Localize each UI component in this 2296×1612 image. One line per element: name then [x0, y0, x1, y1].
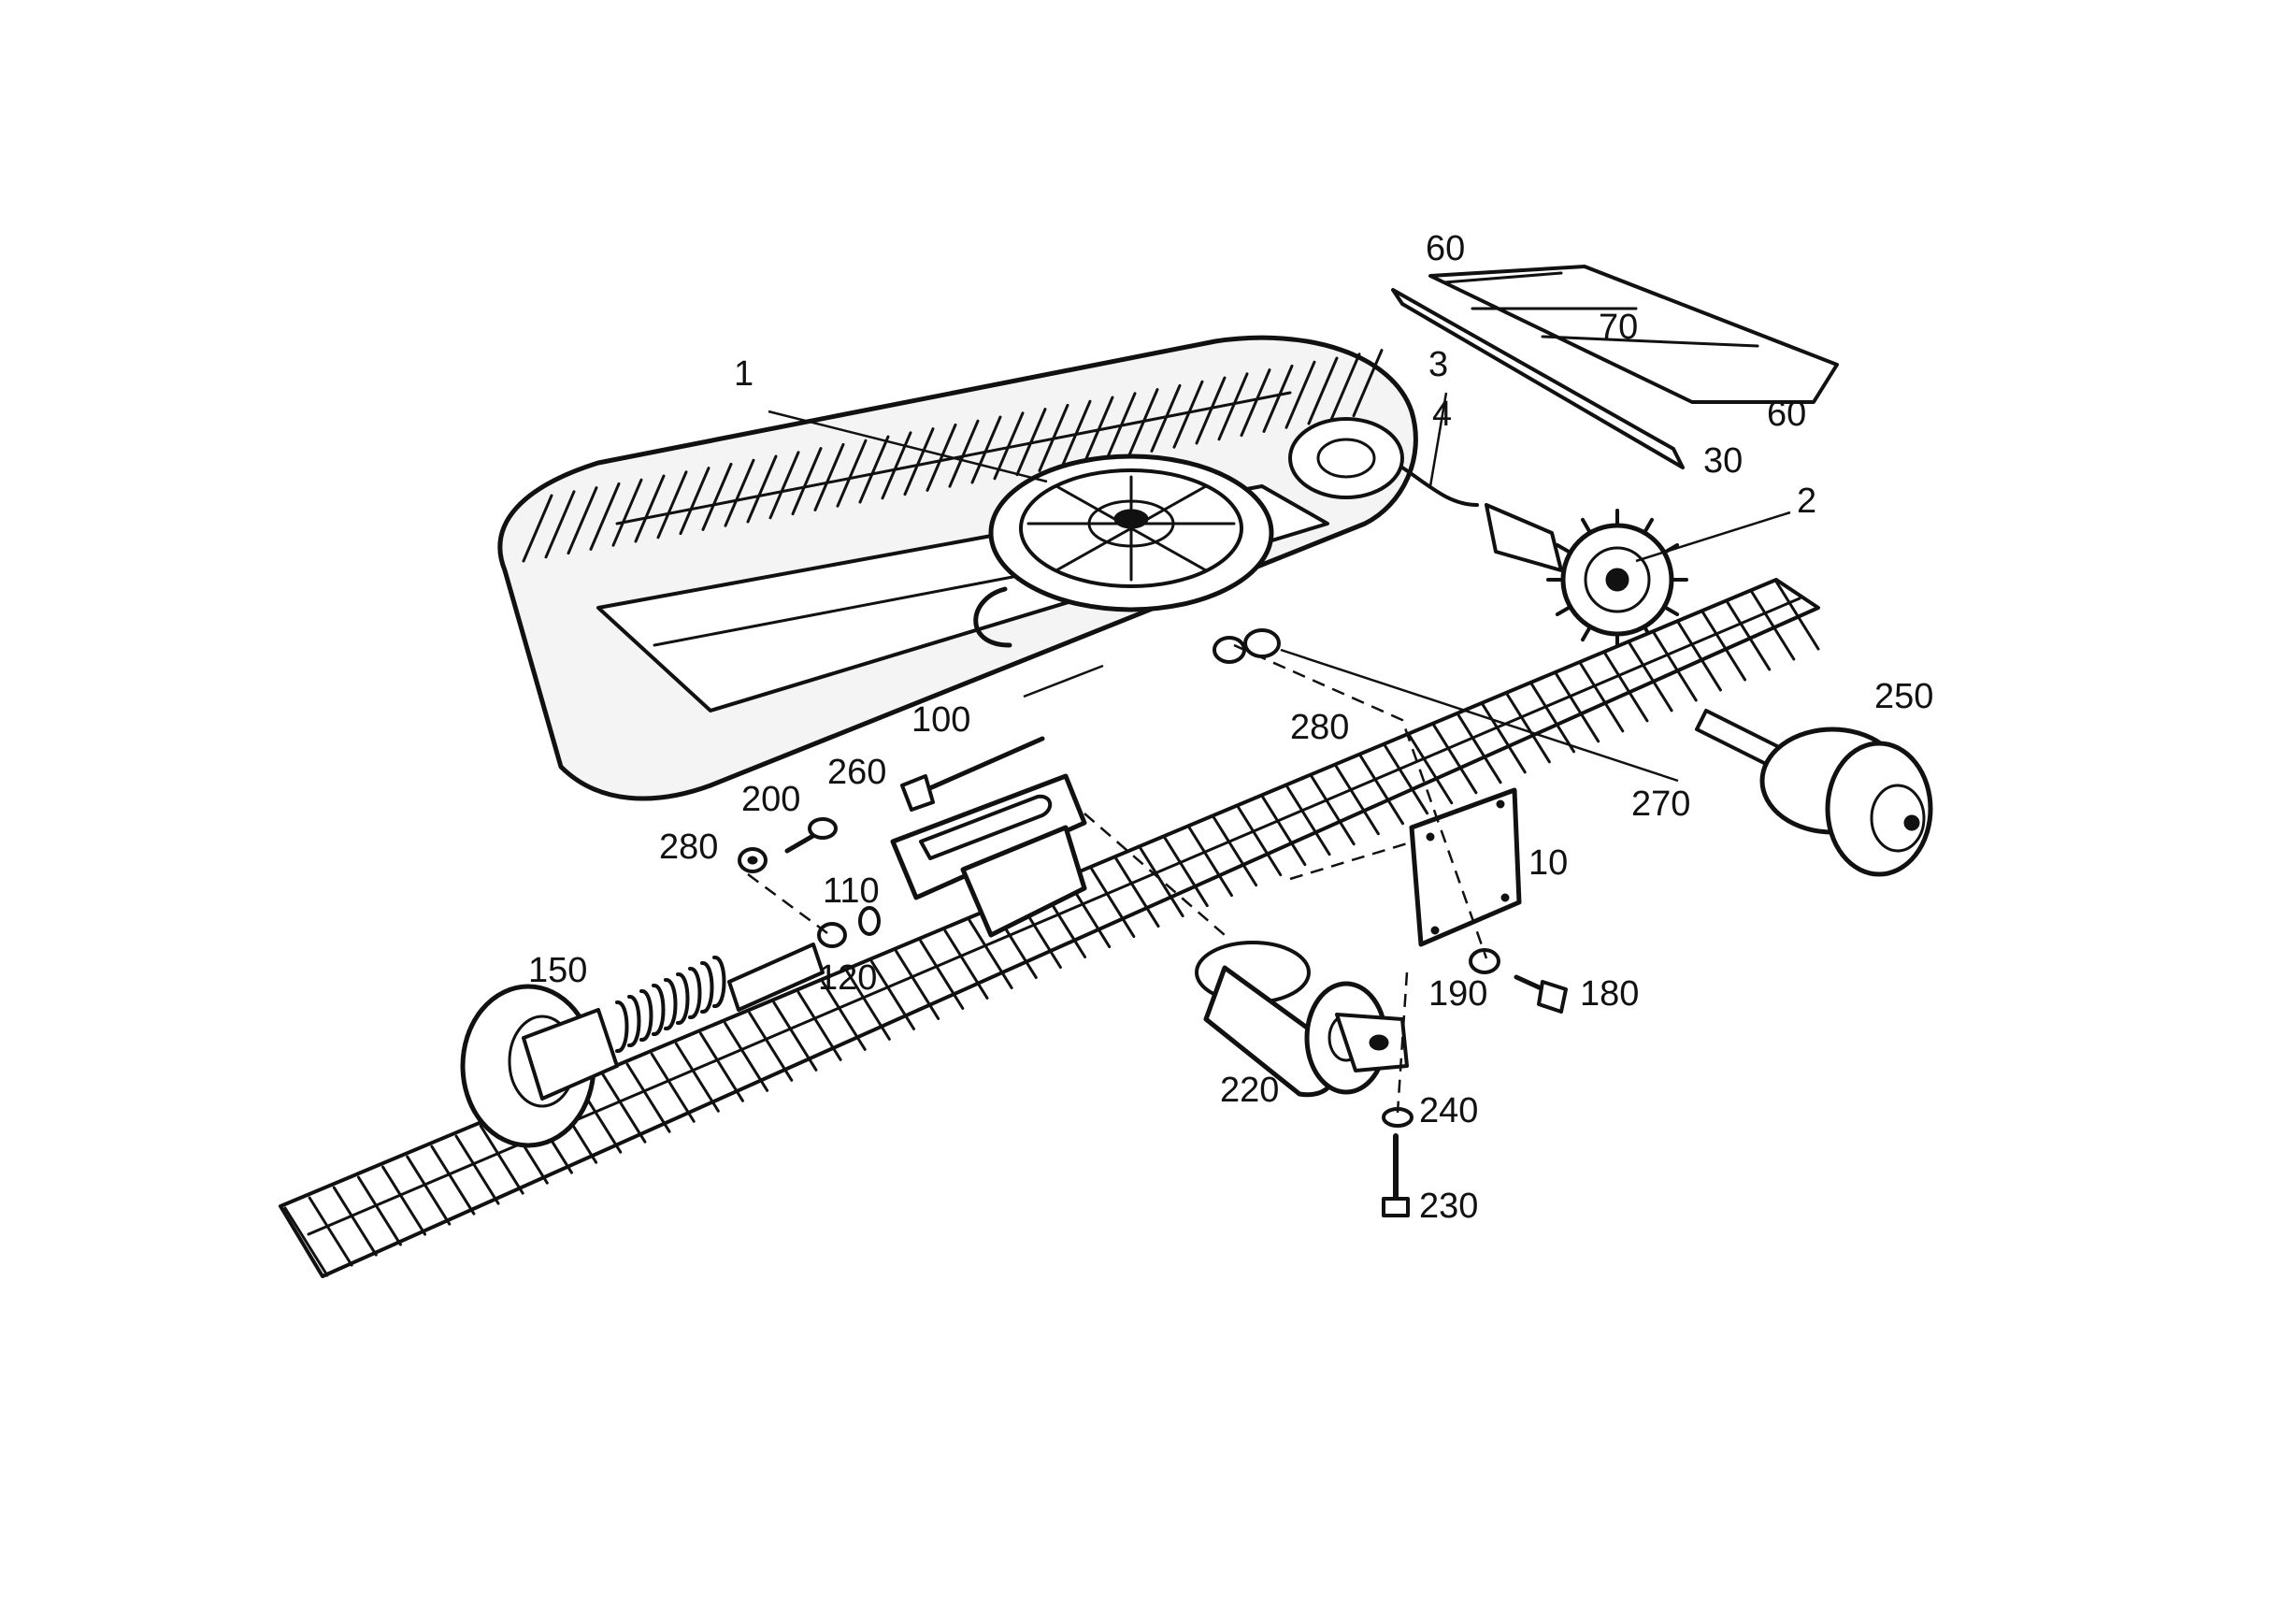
- callout-p3: 3: [1428, 345, 1448, 384]
- callout-p110: 110: [823, 871, 880, 911]
- callout-p190: 190: [1428, 974, 1487, 1014]
- slewing-ring-drawing: [973, 453, 1274, 648]
- callout-p10: 10: [1528, 843, 1568, 883]
- callout-p2: 2: [1797, 482, 1816, 521]
- callout-p280a: 280: [659, 828, 718, 867]
- callout-p4: 4: [1432, 395, 1452, 434]
- callout-p60b: 60: [1767, 395, 1806, 434]
- track-chain-drawing: [279, 578, 1820, 1278]
- callout-p200: 200: [741, 780, 800, 819]
- idler-recoil-drawing: [460, 943, 825, 1148]
- callout-p100: 100: [911, 700, 970, 740]
- callout-p60a: 60: [1426, 229, 1465, 268]
- assembly-lines: [747, 643, 1488, 1114]
- callout-p120: 120: [818, 958, 877, 998]
- callout-p180: 180: [1580, 974, 1639, 1014]
- final-drive-drawing: [1288, 417, 1688, 651]
- track-guard-drawing: [890, 773, 1087, 938]
- callout-p260: 260: [827, 753, 886, 792]
- bottom-roller-drawing: [1195, 941, 1409, 1098]
- callout-p270: 270: [1631, 784, 1690, 824]
- callout-p220: 220: [1220, 1071, 1279, 1110]
- fasteners-drawing: [738, 628, 1568, 1217]
- callout-p240: 240: [1419, 1091, 1478, 1130]
- carrier-roller-drawing: [1695, 709, 1933, 877]
- callout-labels: 1 2 3 4 10 30 60 60 70 100 110 120 150 1…: [528, 229, 1933, 1226]
- callout-p1: 1: [734, 354, 753, 394]
- callout-p150: 150: [528, 951, 587, 990]
- callout-p250: 250: [1874, 677, 1933, 716]
- cover-plate-drawing: [1409, 787, 1522, 947]
- track-shoe-plates-drawing: [1391, 265, 1839, 469]
- callout-p280b: 280: [1290, 708, 1349, 747]
- callout-p70: 70: [1599, 308, 1638, 347]
- leader-lines: [768, 392, 1791, 783]
- callout-p230: 230: [1419, 1187, 1478, 1226]
- callout-p30: 30: [1703, 441, 1743, 481]
